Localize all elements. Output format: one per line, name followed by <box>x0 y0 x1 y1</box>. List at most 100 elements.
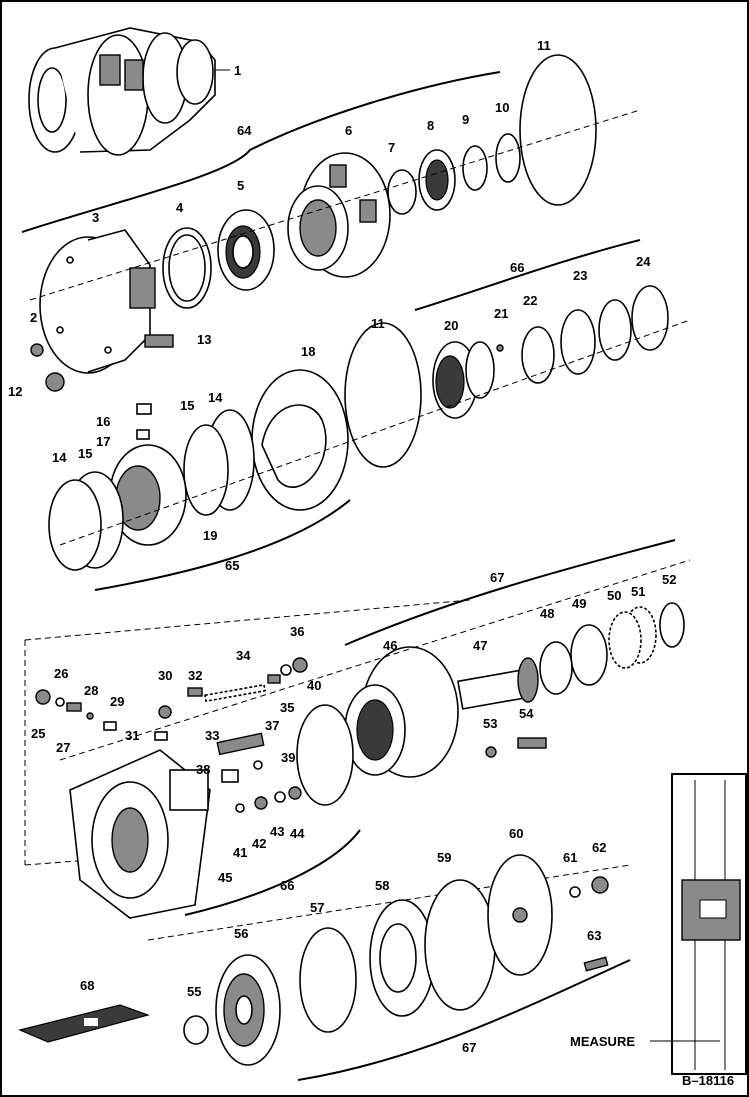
callout-31: 31 <box>125 728 139 743</box>
callout-57: 57 <box>310 900 324 915</box>
callout-50: 50 <box>607 588 621 603</box>
callout-34: 34 <box>236 648 251 663</box>
part-12-nut <box>45 372 65 392</box>
callout-23: 23 <box>573 268 587 283</box>
part-16-pin <box>136 403 152 415</box>
callout-1: 1 <box>234 63 241 78</box>
part-32-spring <box>187 687 203 697</box>
part-46-housing <box>344 646 459 778</box>
part-50-disc <box>608 611 642 669</box>
callout-14-left: 14 <box>52 450 67 465</box>
part-58-plate <box>369 899 435 1017</box>
callout-37: 37 <box>265 718 279 733</box>
part-17-plug <box>136 429 150 440</box>
part-55-bushing <box>183 1015 209 1045</box>
callout-62: 62 <box>592 840 606 855</box>
group-67-label-lower: 67 <box>462 1040 476 1055</box>
part-9-washer <box>462 145 488 191</box>
callout-47: 47 <box>473 638 487 653</box>
callout-56: 56 <box>234 926 248 941</box>
part-52-ring <box>659 602 685 648</box>
part-38-fitting <box>221 769 239 783</box>
callout-45: 45 <box>218 870 232 885</box>
callout-2: 2 <box>30 310 37 325</box>
part-6-housing <box>287 152 391 278</box>
group-64-label: 64 <box>237 123 252 138</box>
callout-53: 53 <box>483 716 497 731</box>
part-22-ring <box>521 326 555 384</box>
part-15-ring-right <box>183 424 229 516</box>
callout-58: 58 <box>375 878 389 893</box>
callout-15-right: 15 <box>180 398 194 413</box>
part-30-plug <box>158 705 172 719</box>
part-48-ring <box>539 641 573 695</box>
callout-46: 46 <box>383 638 397 653</box>
measure-label: MEASURE <box>570 1034 635 1049</box>
part-29-seat <box>103 721 117 731</box>
group-67-label-upper: 67 <box>490 570 504 585</box>
callout-33: 33 <box>205 728 219 743</box>
callout-60: 60 <box>509 826 523 841</box>
callout-61: 61 <box>563 850 577 865</box>
callout-25: 25 <box>31 726 45 741</box>
part-13-bolt <box>144 334 174 348</box>
callout-17: 17 <box>96 434 110 449</box>
callout-39: 39 <box>281 750 295 765</box>
part-25-plug <box>35 689 51 705</box>
part-59-gasket <box>424 879 496 1011</box>
callout-30: 30 <box>158 668 172 683</box>
part-1-motor-assembly <box>28 27 216 156</box>
callout-21: 21 <box>494 306 508 321</box>
part-43-oring <box>274 791 286 803</box>
callout-42: 42 <box>252 836 266 851</box>
callout-29: 29 <box>110 694 124 709</box>
part-8-bearing <box>418 149 456 211</box>
callout-5: 5 <box>237 178 244 193</box>
callout-26: 26 <box>54 666 68 681</box>
part-14-ring-left <box>48 479 102 571</box>
callout-48: 48 <box>540 606 554 621</box>
callout-8: 8 <box>427 118 434 133</box>
callout-14-right: 14 <box>208 390 223 405</box>
callout-52: 52 <box>662 572 676 587</box>
callout-54: 54 <box>519 706 534 721</box>
callout-22: 22 <box>523 293 537 308</box>
part-35-oring <box>280 664 292 676</box>
callout-3: 3 <box>92 210 99 225</box>
part-11-o-ring-top <box>519 54 597 206</box>
part-49-ring <box>570 624 608 686</box>
part-34-spring <box>267 674 281 684</box>
part-26-oring <box>55 697 65 707</box>
callout-16: 16 <box>96 414 110 429</box>
callout-35: 35 <box>280 700 294 715</box>
group-66-label-lower: 66 <box>280 878 294 893</box>
part-39-oring <box>253 760 263 770</box>
part-27-spring <box>66 702 82 712</box>
callout-44: 44 <box>290 826 305 841</box>
callout-43: 43 <box>270 824 284 839</box>
part-23a-ring <box>598 299 632 361</box>
part-42-plug <box>254 796 268 810</box>
part-18-rotor-plate <box>251 369 349 511</box>
callout-4: 4 <box>176 200 184 215</box>
callout-68: 68 <box>80 978 94 993</box>
part-41-oring <box>235 803 245 813</box>
group-66-bracket-upper <box>414 239 641 311</box>
part-11-o-ring-mid <box>344 322 422 468</box>
figure-id: B–18116 <box>682 1073 734 1088</box>
group-67-bracket-lower <box>297 959 631 1081</box>
part-47-shaft <box>457 657 539 710</box>
group-65-label: 65 <box>225 558 239 573</box>
part-40-o-ring <box>296 704 354 806</box>
part-2-nut <box>30 343 44 357</box>
callout-51: 51 <box>631 584 645 599</box>
group-66-bracket-lower <box>184 829 361 916</box>
callout-28: 28 <box>84 683 98 698</box>
callout-labels: 1 2 3 4 5 6 7 8 9 10 11 11 12 13 14 14 1… <box>8 38 734 1088</box>
callout-18: 18 <box>301 344 315 359</box>
callout-11-mid: 11 <box>371 316 385 331</box>
callout-6: 6 <box>345 123 352 138</box>
callout-19: 19 <box>203 528 217 543</box>
part-33-spool <box>204 683 266 703</box>
